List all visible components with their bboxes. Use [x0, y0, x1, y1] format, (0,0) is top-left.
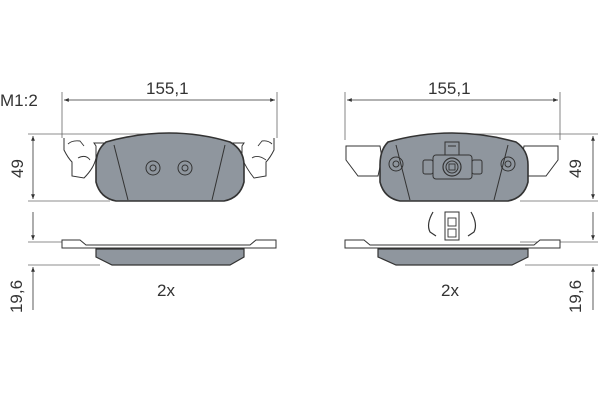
right-pad-side-view: [344, 211, 598, 310]
left-width-dimension: 155,1: [146, 79, 189, 98]
left-thickness-dimension: 19,6: [7, 279, 27, 314]
scale-label: M1:2: [0, 91, 38, 110]
right-quantity-label: 2x: [441, 281, 459, 300]
left-pad-side-view: [28, 212, 277, 310]
left-pad-front-view: [28, 92, 278, 202]
right-width-dimension: 155,1: [428, 79, 471, 98]
right-pad-front-view: [344, 92, 598, 202]
right-height-dimension: 49: [565, 159, 585, 178]
left-quantity-label: 2x: [157, 281, 175, 300]
right-thickness-dimension: 19,6: [566, 279, 586, 314]
left-height-dimension: 49: [7, 159, 27, 178]
